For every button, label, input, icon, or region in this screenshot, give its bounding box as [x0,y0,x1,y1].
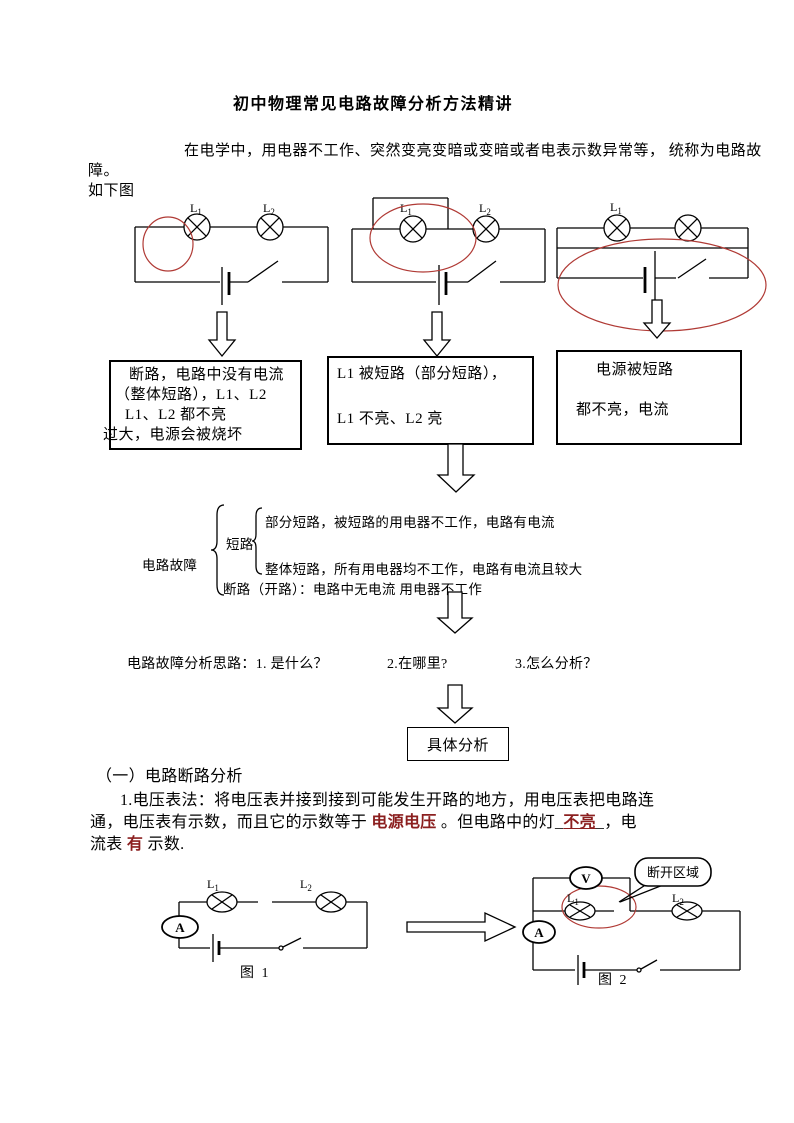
lamp-icon-L2 [671,901,703,921]
svg-text:V: V [581,871,591,886]
down-arrow [436,684,474,724]
lamp-label-L1: L1 [567,891,579,907]
section1-line2-text: _，电 [595,814,637,831]
box-line: L1、L2 都不亮 [125,407,227,423]
highlight-not-lit: 不亮 [563,814,596,831]
down-arrow [422,311,452,358]
lamp-icon-L1 [206,891,238,913]
brace-small [251,507,263,575]
analysis-question-1: 电路故障分析思路：1. 是什么？ [127,657,328,672]
lamp-icon-L2 [472,215,500,243]
result-box-source-short: 电源被短路 都不亮，电流 [556,350,742,445]
down-arrow [436,443,476,493]
svg-text:A: A [534,925,544,940]
fault-tree-whole: 整体短路，所有用电器均不工作，电路有电流且较大 [265,562,583,577]
box-line: 断路，电路中没有电流 [129,367,285,383]
lamp-icon-L2 [674,214,702,242]
ammeter-icon: A [161,915,199,939]
svg-text:A: A [175,920,185,935]
fault-tree-open: 断路（开路）：电路中无电流 用电器不工作 [223,582,483,597]
intro-line-3: 如下图 [88,183,135,199]
page-title: 初中物理常见电路故障分析方法精讲 [233,96,514,113]
lamp-icon-L1 [399,215,427,243]
analysis-question-2: 2.在哪里? [387,657,448,672]
battery-icon [212,934,221,962]
box-line: （整体短路），L1、L2 [115,387,267,403]
box-line: L1 被短路（部分短路）， [337,366,507,382]
section1-line1: 1.电压表法：将电压表并接到接到可能发生开路的地方，用电压表把电路连 [120,792,655,809]
battery-icon [438,265,448,305]
lamp-icon-L1 [564,901,596,921]
battery-icon [577,955,586,985]
circuit-diagram-open: L1 L2 [134,201,329,305]
lamp-label-L2: L2 [672,891,684,907]
figure2-caption: 图 2 [598,973,629,988]
box-line: L1 不亮、L2 亮 [337,411,443,427]
lamp-label-L1: L1 [400,201,412,217]
box-line: 过大，电源会被烧坏 [103,427,243,443]
lamp-label-L2: L2 [263,201,275,217]
box-line: 都不亮，电流 [576,402,670,418]
lamp-icon-L2 [256,213,284,241]
lamp-label-L2: L2 [300,877,312,893]
fault-tree-partial: 部分短路，被短路的用电器不工作，电路有电流 [265,515,555,530]
switch-icon [278,937,302,951]
circuit2-wires [351,197,546,283]
down-arrow [436,591,474,634]
ammeter-icon: A [522,920,556,944]
fault-annotation-circle [142,216,194,272]
right-arrow [406,911,517,943]
lamp-label-L2: L2 [479,201,491,217]
box-line: 电源被短路 [596,362,674,378]
circuit3-wires [556,227,749,279]
intro-line-1: 在电学中，用电器不工作、突然变亮变暗或变暗或者电表示数异常等， 统称为电路故 [184,143,762,159]
down-arrow [642,299,672,339]
section1-line2-text: 通，电压表有示数，而且它的示数等于 [90,814,372,831]
concrete-analysis-label: 具体分析 [426,737,489,754]
switch-icon [636,959,658,973]
lamp-icon-L2 [315,891,347,913]
down-arrow [207,311,237,358]
result-box-open: 断路，电路中没有电流 （整体短路），L1、L2 L1、L2 都不亮 过大，电源会… [103,360,302,450]
switch-icon [677,258,707,279]
highlight-source-voltage: 电源电压 [371,814,437,831]
voltmeter-icon: V [569,866,603,890]
brace-large [210,504,225,596]
highlight-has-reading: 有 [126,836,144,853]
lamp-label-L1: L1 [190,201,202,217]
battery-icon [221,267,231,305]
figure1-circuit: A L1 L2 图 1 [161,877,368,981]
switch-icon [467,260,497,283]
fault-tree-short: 短路 [226,537,254,552]
fault-tree-root: 电路故障 [142,558,198,573]
section1-line3-text: 流表 [90,836,127,853]
analysis-question-3: 3.怎么分析？ [515,657,598,672]
figure1-caption: 图 1 [240,966,271,981]
concrete-analysis-box: 具体分析 [407,727,509,761]
lamp-label-L1: L1 [207,877,219,893]
fault-annotation-circle [369,203,477,273]
lamp-label-L1: L1 [610,200,622,216]
figure2-wires [532,877,741,971]
circuit-diagram-source-short: L1 [556,200,767,332]
section1-line2-text: 。但电路中的灯_ [436,814,564,831]
callout-label: 断开区域 [647,865,699,880]
fault-annotation-circle [561,885,637,929]
figure1-wires [178,901,368,949]
result-box-partial-short: L1 被短路（部分短路）， L1 不亮、L2 亮 [327,356,534,445]
section1-heading: （一）电路断路分析 [96,768,243,785]
section1-line2: 通，电压表有示数，而且它的示数等于 电源电压 。但电路中的灯_不亮_，电 [90,808,637,832]
lamp-icon-L1 [603,214,631,242]
battery-icon [643,251,656,300]
switch-icon [247,260,279,283]
circuit1-wires [134,226,329,283]
section1-line3: 流表 有 示数. [90,830,184,854]
break-region-callout: 断开区域 [618,857,712,903]
section1-line3-text: 示数. [143,836,185,853]
circuit-diagram-partial-short: L1 L2 [351,197,546,305]
intro-line-2: 障。 [88,163,120,179]
figure2-circuit: V A L1 L2 断开区域 图 2 [522,857,741,988]
